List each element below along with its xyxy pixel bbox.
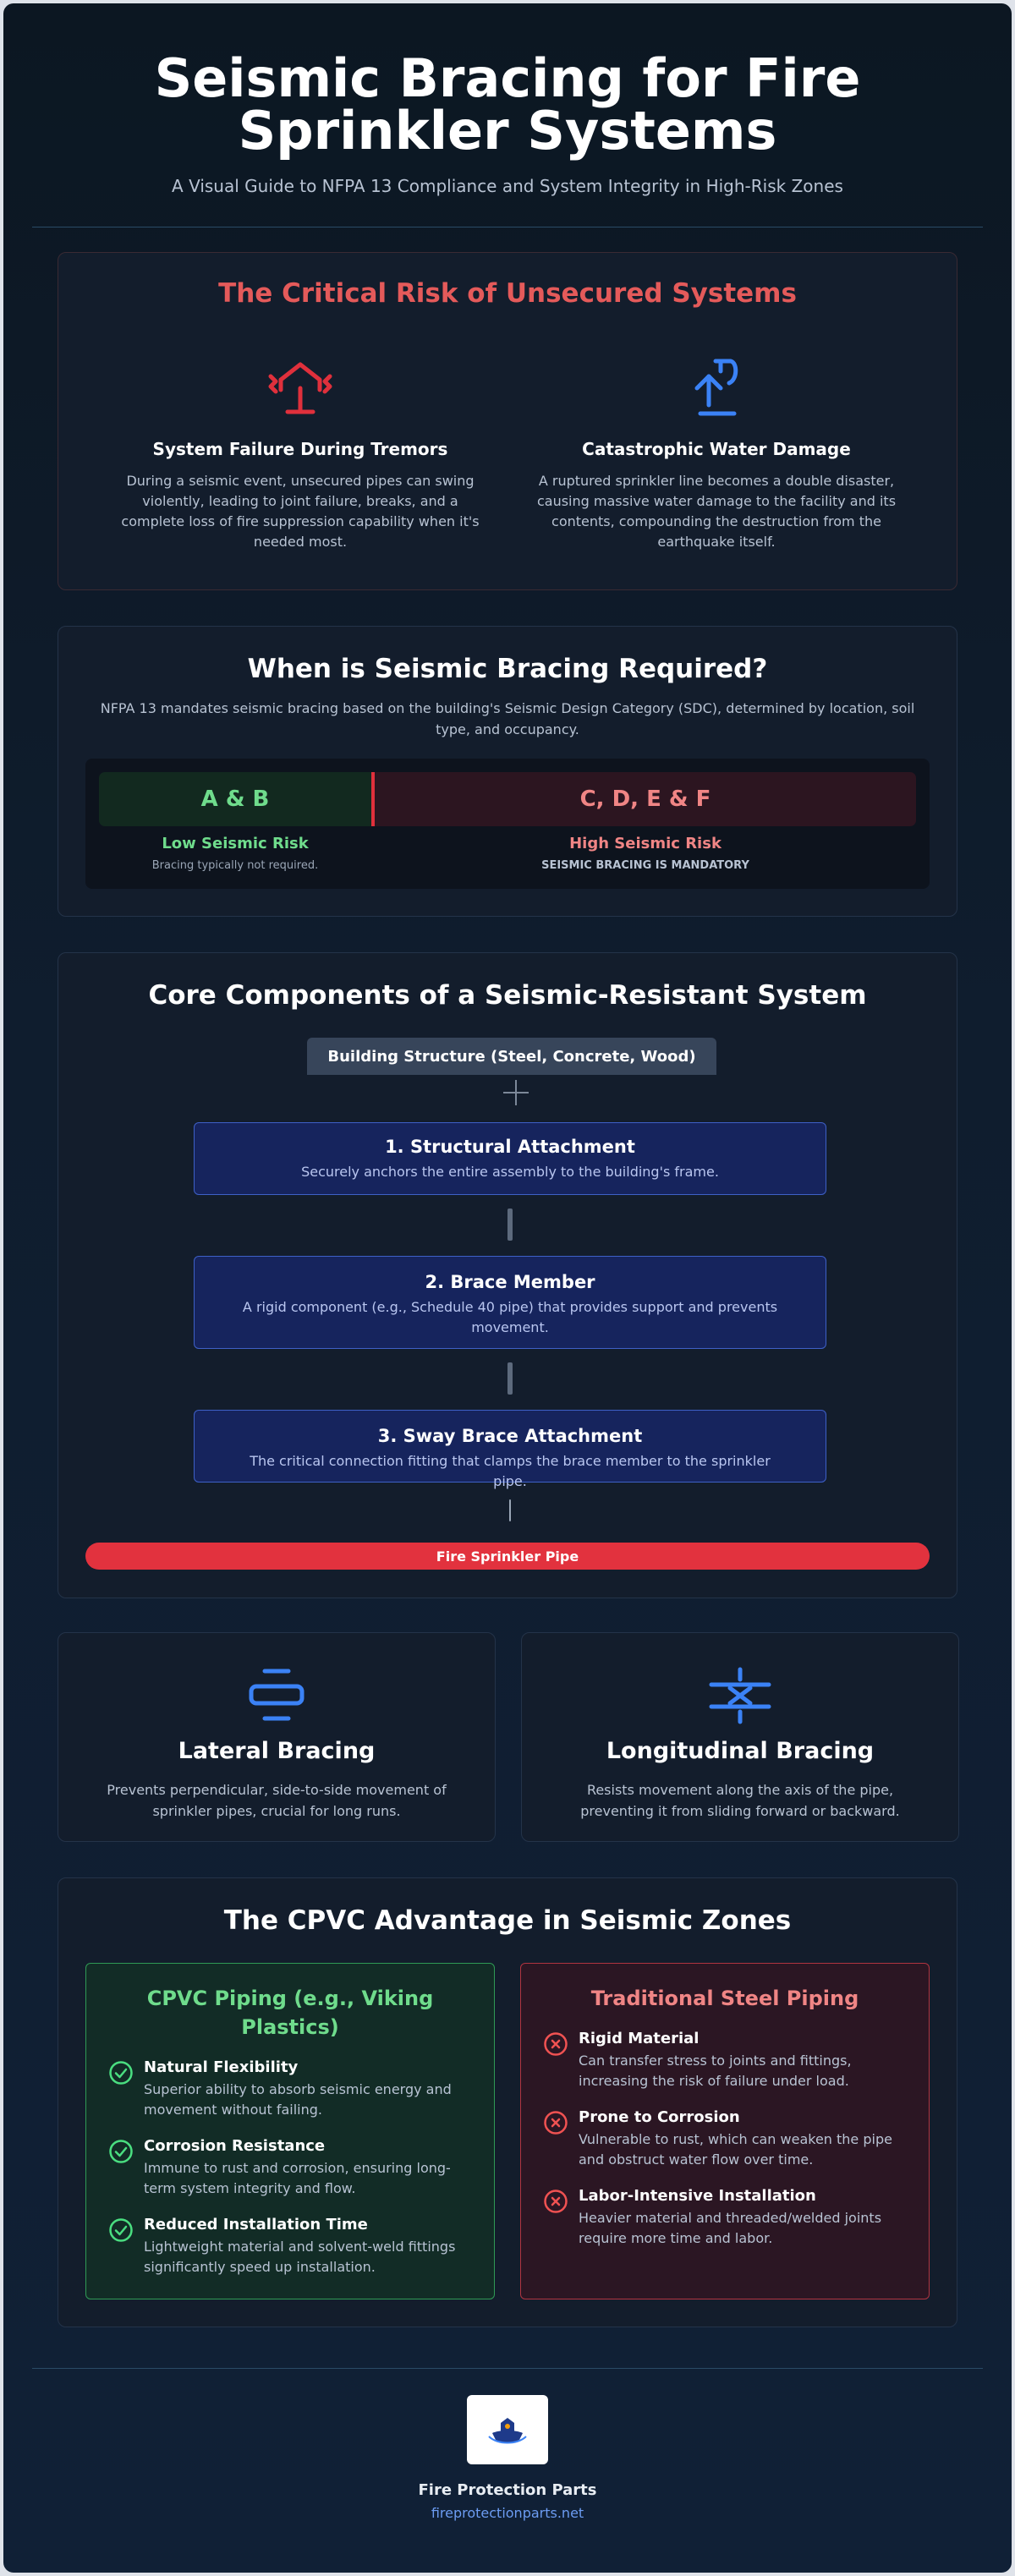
brand-logo[interactable] — [467, 2395, 548, 2464]
sdc-high-categories: C, D, E & F — [375, 772, 916, 826]
bracing-text: Resists movement along the axis of the p… — [580, 1782, 900, 1819]
sdc-low-note: Bracing typically not required. — [151, 859, 319, 872]
cpvc-benefit-item: Reduced Installation Time Lightweight ma… — [86, 2216, 494, 2277]
cpvc-benefit-item: Corrosion Resistance Immune to rust and … — [86, 2137, 494, 2199]
x-circle-icon — [544, 2111, 568, 2135]
page-subtitle: A Visual Guide to NFPA 13 Compliance and… — [172, 176, 843, 196]
steel-drawback-item: Labor-Intensive Installation Heavier mat… — [521, 2187, 929, 2249]
cpvc-panel-title: CPVC Piping (e.g., Viking Plastics) — [146, 1987, 434, 2039]
risk-item-title: System Failure During Tremors — [152, 439, 448, 459]
risk-item: System Failure During Tremors During a s… — [114, 351, 486, 552]
sdc-low-categories: A & B — [99, 772, 371, 826]
building-structure-label: Building Structure (Steel, Concrete, Woo… — [307, 1038, 716, 1075]
drawback-title: Labor-Intensive Installation — [579, 2187, 816, 2205]
infographic-page: Seismic Bracing for Fire Sprinkler Syste… — [3, 3, 1012, 2573]
risk-item-text: A ruptured sprinkler line becomes a doub… — [536, 473, 897, 550]
risk-title: The Critical Risk of Unsecured Systems — [218, 278, 797, 309]
plus-icon — [503, 1080, 529, 1105]
component-card: 2. Brace Member A rigid component (e.g.,… — [194, 1256, 826, 1349]
drawback-title: Rigid Material — [579, 2030, 700, 2047]
component-text: A rigid component (e.g., Schedule 40 pip… — [242, 1299, 778, 1335]
requirement-text: NFPA 13 mandates seismic bracing based o… — [100, 700, 915, 737]
x-circle-icon — [544, 2032, 568, 2056]
component-text: Securely anchors the entire assembly to … — [301, 1164, 719, 1180]
components-section: Core Components of a Seismic-Resistant S… — [58, 952, 957, 1598]
drawback-text: Can transfer stress to joints and fittin… — [579, 2053, 852, 2089]
cpvc-panel: CPVC Piping (e.g., Viking Plastics) Natu… — [85, 1963, 495, 2299]
footer-divider — [32, 2368, 983, 2369]
component-card: 1. Structural Attachment Securely anchor… — [194, 1122, 826, 1195]
benefit-title: Natural Flexibility — [144, 2058, 299, 2076]
drawback-text: Vulnerable to rust, which can weaken the… — [579, 2131, 892, 2168]
brand-url-link[interactable]: fireprotectionparts.net — [431, 2505, 584, 2521]
risk-item-title: Catastrophic Water Damage — [582, 439, 851, 459]
steel-drawback-item: Rigid Material Can transfer stress to jo… — [521, 2030, 929, 2091]
requirement-title: When is Seismic Bracing Required? — [247, 654, 768, 684]
component-title: 3. Sway Brace Attachment — [377, 1426, 643, 1446]
sdc-low-label-group: Low Seismic Risk Bracing typically not r… — [99, 835, 371, 872]
longitudinal-bracing-icon — [522, 1663, 958, 1728]
drawback-text: Heavier material and threaded/welded joi… — [579, 2210, 882, 2246]
sdc-high-label: High Seismic Risk — [569, 835, 721, 852]
sdc-high-label-group: High Seismic Risk SEISMIC BRACING IS MAN… — [375, 835, 916, 872]
fire-protection-logo-icon — [488, 2418, 527, 2444]
components-title: Core Components of a Seismic-Resistant S… — [148, 980, 867, 1011]
steel-panel-title: Traditional Steel Piping — [590, 1987, 859, 2010]
component-title: 2. Brace Member — [425, 1272, 595, 1292]
benefit-text: Superior ability to absorb seismic energ… — [144, 2081, 452, 2118]
sdc-scale: A & B C, D, E & F Low Seismic Risk Braci… — [85, 759, 930, 889]
check-circle-icon — [109, 2140, 133, 2163]
x-circle-icon — [544, 2190, 568, 2213]
component-title: 1. Structural Attachment — [385, 1137, 635, 1157]
bracing-card: Longitudinal Bracing Resists movement al… — [521, 1632, 959, 1842]
hero-header: Seismic Bracing for Fire Sprinkler Syste… — [3, 3, 1012, 197]
check-circle-icon — [109, 2061, 133, 2085]
check-circle-icon — [109, 2218, 133, 2242]
pipe-connector — [509, 1499, 511, 1521]
steel-drawback-item: Prone to Corrosion Vulnerable to rust, w… — [521, 2108, 929, 2170]
brand-name: Fire Protection Parts — [418, 2481, 597, 2499]
sdc-high-note: SEISMIC BRACING IS MANDATORY — [541, 859, 749, 872]
cpvc-benefit-item: Natural Flexibility Superior ability to … — [86, 2058, 494, 2120]
risk-item-text: During a seismic event, unsecured pipes … — [121, 473, 480, 550]
risk-item: Catastrophic Water Damage A ruptured spr… — [530, 351, 903, 552]
page-title: Seismic Bracing for Fire Sprinkler Syste… — [154, 47, 861, 162]
drawback-title: Prone to Corrosion — [579, 2108, 740, 2126]
component-text: The critical connection fitting that cla… — [250, 1453, 771, 1489]
cpvc-title: The CPVC Advantage in Seismic Zones — [223, 1905, 792, 1936]
sdc-low-label: Low Seismic Risk — [162, 835, 309, 852]
cpvc-section: The CPVC Advantage in Seismic Zones CPVC… — [58, 1877, 957, 2327]
bracing-title: Lateral Bracing — [178, 1738, 376, 1764]
fire-sprinkler-pipe: Fire Sprinkler Pipe — [85, 1543, 930, 1570]
component-connector — [508, 1362, 513, 1395]
requirement-section: When is Seismic Bracing Required? NFPA 1… — [58, 626, 957, 917]
bracing-title: Longitudinal Bracing — [606, 1738, 875, 1764]
component-connector — [508, 1209, 513, 1241]
building-shaking-icon — [114, 351, 486, 419]
lateral-bracing-icon — [58, 1663, 495, 1728]
benefit-title: Reduced Installation Time — [144, 2216, 368, 2233]
water-burst-icon — [530, 351, 903, 419]
bracing-text: Prevents perpendicular, side-to-side mov… — [107, 1782, 447, 1819]
risk-section: The Critical Risk of Unsecured Systems S… — [58, 252, 957, 590]
bracing-card: Lateral Bracing Prevents perpendicular, … — [58, 1632, 496, 1842]
sdc-divider — [371, 772, 375, 826]
benefit-text: Immune to rust and corrosion, ensuring l… — [144, 2160, 451, 2196]
benefit-text: Lightweight material and solvent-weld fi… — [144, 2239, 456, 2275]
steel-panel: Traditional Steel Piping Rigid Material … — [520, 1963, 930, 2299]
benefit-title: Corrosion Resistance — [144, 2137, 326, 2155]
component-card: 3. Sway Brace Attachment The critical co… — [194, 1410, 826, 1489]
